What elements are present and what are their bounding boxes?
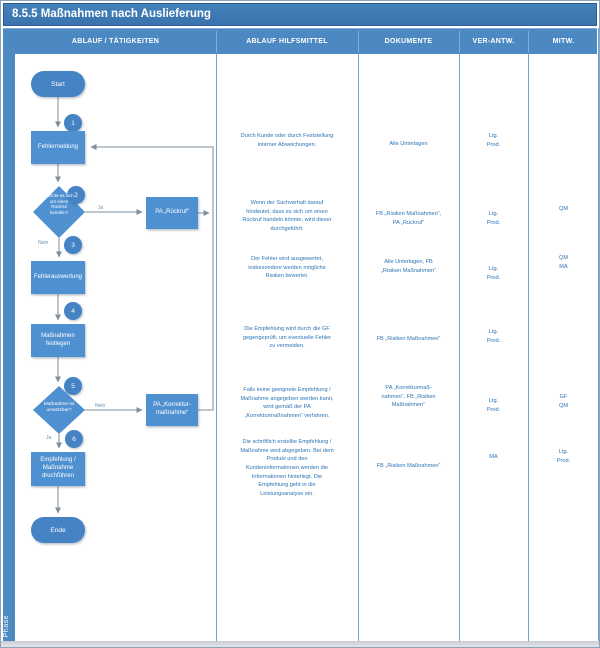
header-ablauf-taetigkeiten: ABLAUF / TÄTIGKEITEN [71,38,160,45]
node-fehlerauswertung: Fehlerauswertung [31,261,85,294]
decision-rueckruf-label: Könnte es sich um einen Rückruf handeln? [44,193,74,215]
branch-ja-1: Ja [98,205,104,211]
header-separator [528,31,529,52]
step-number-5: 5 [64,377,82,395]
table-header: ABLAUF / TÄTIGKEITEN ABLAUF HILFSMITTEL … [3,28,597,54]
node-massnahmen-festlegen: Maßnahmen festlegen [31,324,85,357]
decision-umsetzbar-label: Maßnahme ist umsetzbar? [43,402,75,414]
hilfsmittel-row-2: Wenn der Sachverhalt darauf hindeutet, d… [242,200,332,232]
column-divider [528,53,529,641]
header-dokumente: DOKUMENTE [384,38,433,45]
header-separator [358,31,359,52]
column-divider [358,53,359,641]
end-node: Ende [31,517,85,543]
step-number-4: 4 [64,302,82,320]
verantw-row-2: Ltg. Prod. [486,211,501,226]
header-ver-antw: VER-ANTW. [472,38,515,45]
hilfsmittel-row-1: Durch Kunde oder durch Feststellung inte… [240,133,334,148]
page-title: 8.5.5 Maßnahmen nach Auslieferung [3,3,597,26]
node-pa-korrektur: PA „Korrektur- maßnahme“ [146,394,198,426]
step-number-1: 1 [64,114,82,132]
page-bottom-edge [1,641,599,647]
mitw-row-3: QM MA [558,255,568,270]
table-right-border [598,28,599,641]
hilfsmittel-row-3: Der Fehler wird ausgewertet, insbesonder… [248,256,326,280]
node-pa-rueckruf: PA „Rückruf“ [146,197,198,229]
branch-nein-2: Nein [95,403,106,409]
header-separator [459,31,460,52]
mitw-row-6: Ltg. Prod. [556,449,571,464]
node-fehlermeldung: Fehlermeldung [31,131,85,164]
dokumente-row-2: FB „Risiken Maßnahmen“, PA „Rückruf“ [375,211,442,226]
verantw-row-1: Ltg. Prod. [486,133,501,148]
start-node: Start [31,71,85,97]
dokumente-row-6: FB „Risiken Maßnahmen“ [376,463,441,469]
step-number-3: 3 [64,236,82,254]
node-empfehlung: Empfehlung / Maßnahme druchführen [31,452,85,486]
verantw-row-4: Ltg. Prod. [486,329,501,344]
dokumente-row-4: FB „Risiken Maßnahmen“ [376,336,441,342]
verantw-row-5: Ltg. Prod. [486,398,501,413]
verantw-row-3: Ltg. Prod. [486,266,501,281]
branch-ja-2: Ja [46,435,52,441]
dokumente-row-1: Alle Unterlagen [389,141,428,147]
decision-umsetzbar-diamond [33,386,85,434]
step-number-6: 6 [65,430,83,448]
hilfsmittel-row-6: Die schriftlich erstellte Empfehlung / M… [240,439,334,497]
header-separator [216,31,217,52]
column-divider [216,53,217,641]
mitw-row-5: GF QM [558,394,568,409]
header-mitw: MITW. [552,38,575,45]
column-divider [459,53,460,641]
verantw-row-6: MA [489,454,498,460]
header-ablauf-hilfsmittel: ABLAUF HILFSMITTEL [246,38,328,45]
branch-nein-1: Nein [38,240,49,246]
phase-sidebar: Phase [3,53,15,641]
dokumente-row-5: PA „Korrekturmaß- nahmen“, FB „Risiken M… [381,385,436,409]
dokumente-row-3: Alle Unterlagen, FB „Risiken Maßnahmen“ [380,259,437,274]
hilfsmittel-row-4: Die Empfehlung wird durch die GF gegenge… [242,326,332,350]
mitw-row-2: QM [558,206,568,212]
hilfsmittel-row-5: Falls keine geeignete Empfehlung / Maßna… [240,387,334,419]
step-number-2: 2 [67,186,85,204]
